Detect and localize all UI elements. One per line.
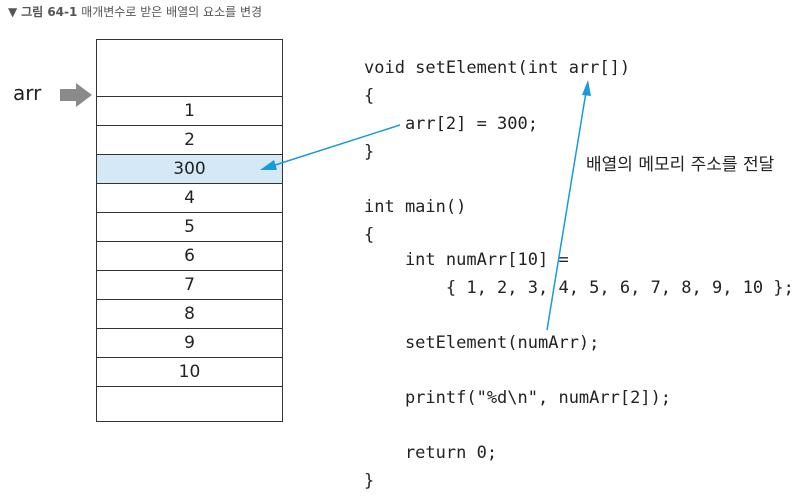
pointer-arrow-icon xyxy=(60,83,92,107)
memory-cell-8: 8 xyxy=(97,299,282,328)
code-line: int numArr[10] = xyxy=(364,250,569,270)
address-pass-arrow-line xyxy=(546,91,587,331)
code-line: { xyxy=(364,225,375,245)
code-line: arr[2] = 300; xyxy=(364,114,538,134)
assignment-arrow-icon xyxy=(260,124,401,170)
assignment-arrow-head xyxy=(260,160,277,170)
memory-cell-4: 4 xyxy=(97,183,282,212)
memory-cell-7: 7 xyxy=(97,270,282,299)
pointer-label: arr xyxy=(13,81,42,105)
code-line: { xyxy=(364,86,375,106)
memory-cell-2: 2 xyxy=(97,125,282,154)
memory-array: 1 2 300 4 5 6 7 8 9 10 xyxy=(96,39,283,422)
code-line: printf("%d\n", numArr[2]); xyxy=(364,388,672,408)
caption-marker-icon: ▼ xyxy=(8,5,18,19)
pointer-arrow-shaft xyxy=(60,89,76,101)
annotation-text: 배열의 메모리 주소를 전달 xyxy=(586,155,775,175)
code-line: } xyxy=(364,142,375,162)
code-line: setElement(numArr); xyxy=(364,333,600,353)
code-line: int main() xyxy=(364,197,467,217)
pointer-arrow-head xyxy=(76,83,92,107)
address-pass-arrow-head xyxy=(582,80,591,96)
code-line: void setElement(int arr[]) xyxy=(364,58,631,78)
memory-cell-blank-bottom xyxy=(97,386,282,422)
memory-cell-6: 6 xyxy=(97,241,282,270)
memory-cell-3-highlighted: 300 xyxy=(97,154,282,183)
memory-cell-5: 5 xyxy=(97,212,282,241)
code-line: return 0; xyxy=(364,443,498,463)
code-block: void setElement(int arr[]) { arr[2] = 30… xyxy=(364,52,794,491)
address-pass-arrow-icon xyxy=(546,80,591,331)
code-line: { 1, 2, 3, 4, 5, 6, 7, 8, 9, 10 }; xyxy=(364,278,794,298)
caption-label: 그림 64-1 xyxy=(21,5,78,19)
memory-cell-9: 9 xyxy=(97,328,282,357)
assignment-arrow-line xyxy=(271,124,401,167)
caption-text: 매개변수로 받은 배열의 요소를 변경 xyxy=(81,5,263,19)
code-line: } xyxy=(364,471,375,491)
memory-cell-1: 1 xyxy=(97,96,282,125)
figure-caption: ▼ 그림 64-1 매개변수로 받은 배열의 요소를 변경 xyxy=(8,3,262,20)
memory-cell-10: 10 xyxy=(97,357,282,386)
